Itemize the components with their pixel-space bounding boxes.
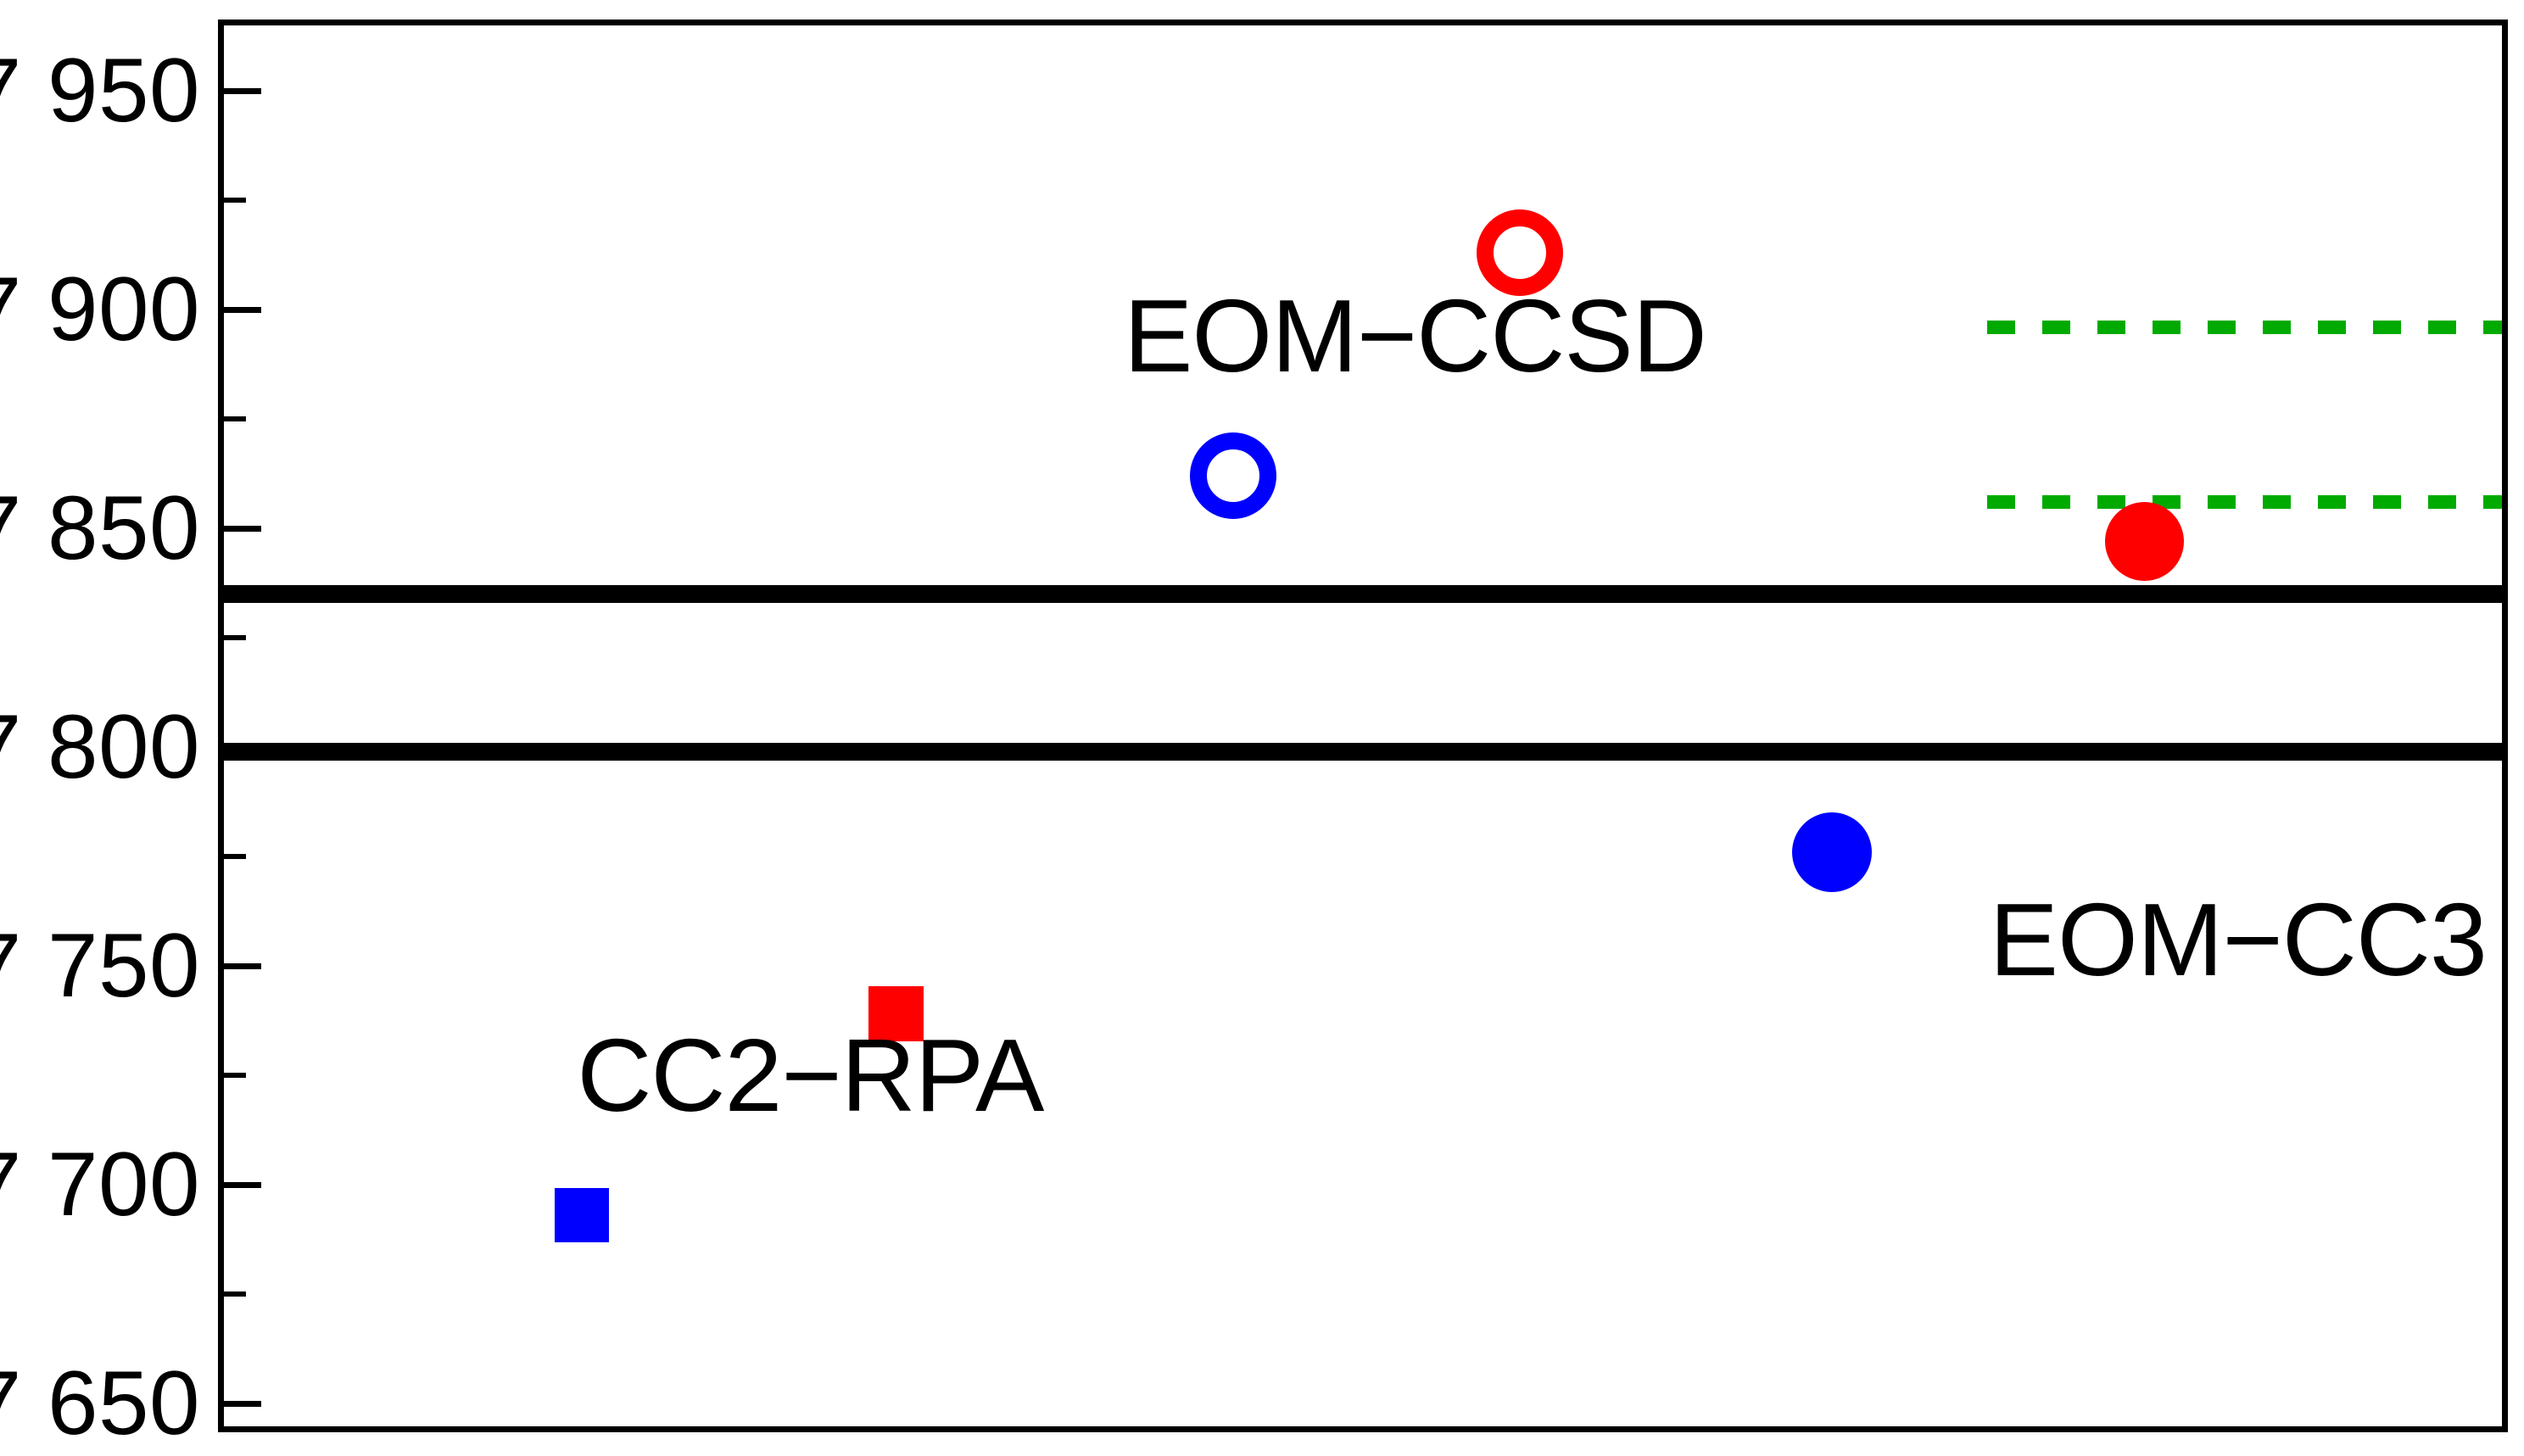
y-axis-minor-tick	[224, 854, 246, 859]
y-axis-major-tick	[224, 526, 261, 532]
data-point-marker	[554, 1188, 609, 1243]
y-axis-tick-label: 27 700	[0, 1133, 200, 1235]
plot-area: CC2−RPA EOM−CCSD EOM−CC3	[218, 20, 2508, 1432]
y-axis-minor-tick	[224, 1291, 246, 1297]
black-line-upper	[224, 584, 2502, 603]
y-axis-minor-tick	[224, 1073, 246, 1078]
y-axis-tick-label: 27 650	[0, 1352, 200, 1453]
data-point-marker	[2104, 501, 2184, 581]
y-axis-major-tick	[224, 1401, 261, 1407]
green-line-upper	[1986, 320, 2502, 334]
y-axis-minor-tick	[224, 198, 246, 203]
y-axis-tick-label: 27 850	[0, 477, 200, 578]
data-point-marker	[1792, 812, 1873, 892]
y-axis-minor-tick	[224, 635, 246, 640]
eom-cc3-label: EOM−CC3	[1989, 882, 2488, 998]
green-line-lower	[1986, 495, 2502, 510]
y-axis-tick-label: 27 950	[0, 39, 200, 141]
y-axis-major-tick	[224, 307, 261, 313]
y-axis-major-tick	[224, 963, 261, 969]
eom-ccsd-label: EOM−CCSD	[1123, 277, 1707, 393]
y-axis-tick-label: 27 800	[0, 695, 200, 797]
data-point-marker	[868, 986, 924, 1042]
data-point-marker	[1189, 432, 1276, 520]
y-axis-tick-label: 27 750	[0, 914, 200, 1016]
y-axis-minor-tick	[224, 416, 246, 421]
cc2-rpa-label: CC2−RPA	[577, 1018, 1044, 1133]
y-axis-major-tick	[224, 1182, 261, 1188]
y-axis-major-tick	[224, 88, 261, 94]
y-axis-tick-label: 27 900	[0, 258, 200, 360]
black-line-lower	[224, 742, 2502, 761]
